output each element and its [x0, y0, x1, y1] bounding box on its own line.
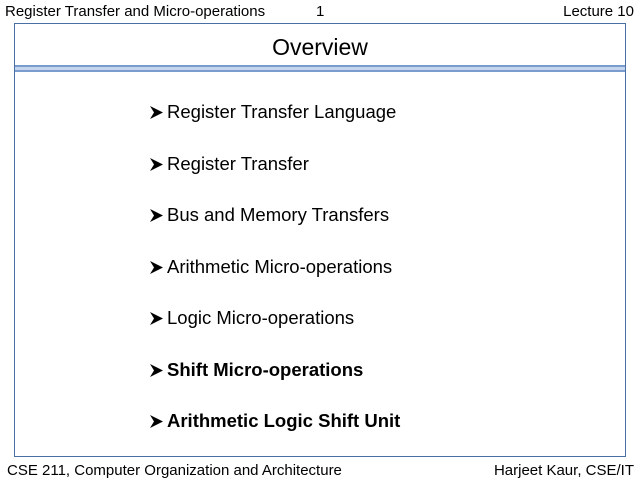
title-divider: [15, 65, 625, 72]
slide-title: Overview: [272, 34, 368, 60]
header-lecture-number: Lecture 10: [563, 3, 634, 20]
bullet-item-arithmetic-logic-shift-unit: Arithmetic Logic Shift Unit: [149, 407, 400, 459]
overview-bullet-list: Register Transfer Language Register Tran…: [149, 98, 400, 459]
header-course-topic: Register Transfer and Micro-operations: [5, 3, 266, 20]
arrowhead-bullet-icon: [149, 304, 167, 332]
bullet-item-arithmetic-micro-operations: Arithmetic Micro-operations: [149, 253, 400, 305]
bullet-label: Arithmetic Micro-operations: [167, 255, 393, 277]
bullet-item-shift-micro-operations: Shift Micro-operations: [149, 356, 400, 408]
bullet-label: Logic Micro-operations: [167, 307, 355, 328]
arrowhead-bullet-icon: [149, 98, 167, 126]
header-page-number: 1: [316, 3, 325, 20]
bullet-label: Bus and Memory Transfers: [167, 204, 390, 225]
bullet-item-register-transfer: Register Transfer: [149, 150, 400, 202]
arrowhead-bullet-icon: [149, 407, 167, 435]
bullet-item-logic-micro-operations: Logic Micro-operations: [149, 304, 400, 356]
slide-frame: Overview Register Transfer Language Regi…: [14, 23, 626, 457]
bullet-item-register-transfer-language: Register Transfer Language: [149, 98, 400, 150]
arrowhead-bullet-icon: [149, 253, 167, 281]
arrowhead-bullet-icon: [149, 356, 167, 384]
bullet-label: Shift Micro-operations: [167, 358, 364, 380]
bullet-label: Register Transfer Language: [167, 101, 397, 122]
footer-course-name: CSE 211, Computer Organization and Archi…: [7, 462, 342, 479]
arrowhead-bullet-icon: [149, 201, 167, 229]
bullet-label: Arithmetic Logic Shift Unit: [167, 410, 401, 431]
arrowhead-bullet-icon: [149, 150, 167, 178]
bullet-label: Register Transfer: [167, 152, 309, 174]
bullet-item-bus-memory-transfers: Bus and Memory Transfers: [149, 201, 400, 253]
footer-author: Harjeet Kaur, CSE/IT: [493, 462, 634, 479]
